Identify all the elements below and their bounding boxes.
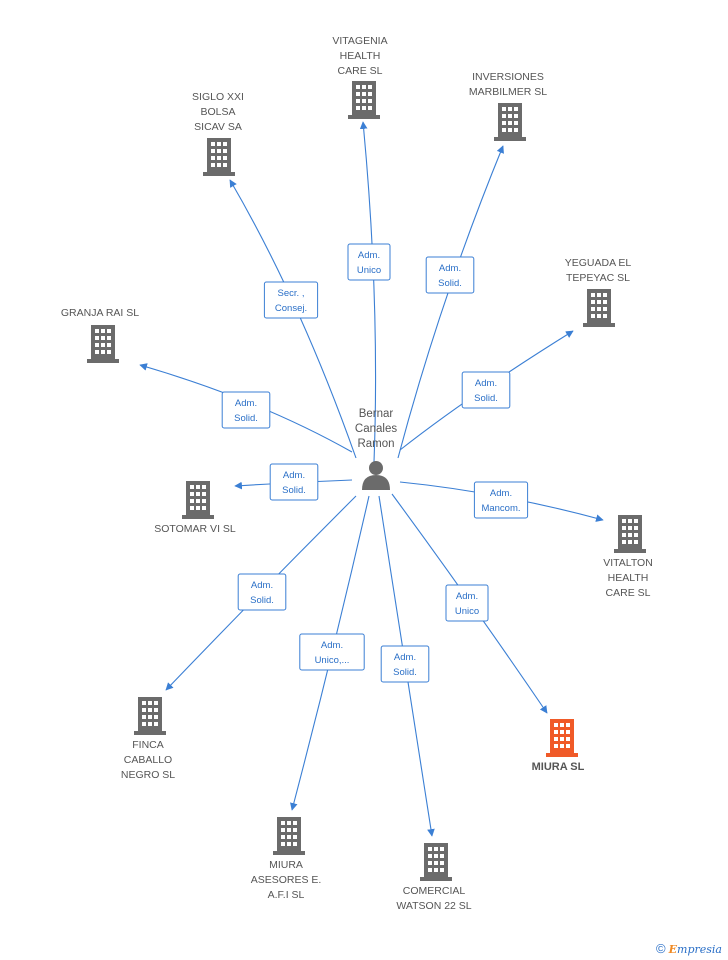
role-box-frame	[380, 645, 430, 683]
person-name-label[interactable]: Ramon	[357, 438, 394, 450]
building-icon[interactable]	[614, 515, 646, 553]
company-label-miura-asesores[interactable]: ASESORES E.	[251, 874, 322, 886]
role-text: Solid.	[438, 278, 462, 289]
role-text: Solid.	[282, 485, 306, 496]
role-text: Solid.	[393, 667, 417, 678]
role-text: Adm.	[321, 640, 343, 651]
company-label-vitalton[interactable]: VITALTON	[603, 557, 653, 569]
role-box-frame	[473, 481, 529, 519]
role-text: Adm.	[456, 591, 478, 602]
company-label-yeguada[interactable]: TEPEYAC SL	[566, 272, 630, 284]
brand-logo-initial: E	[668, 943, 678, 956]
copyright-footer: ©Empresia	[656, 941, 722, 956]
company-label-comercial[interactable]: COMERCIAL	[403, 885, 466, 897]
role-box-frame	[263, 281, 319, 319]
role-text: Solid.	[250, 595, 274, 606]
company-label-finca[interactable]: FINCA	[132, 739, 164, 751]
role-box-frame	[269, 463, 319, 501]
role-text: Unico,...	[315, 655, 350, 666]
role-box-comercial[interactable]: Adm. Solid.	[380, 645, 430, 683]
role-text: Adm.	[394, 652, 416, 663]
building-icon[interactable]	[182, 481, 214, 519]
person-name-label[interactable]: Bernar	[359, 408, 394, 420]
role-text: Adm.	[235, 398, 257, 409]
role-box-granja[interactable]: Adm. Solid.	[221, 391, 271, 429]
company-label-miura-asesores[interactable]: MIURA	[269, 859, 303, 871]
role-text: Solid.	[234, 413, 258, 424]
role-box-miura[interactable]: Adm. Unico	[445, 584, 489, 622]
role-box-finca[interactable]: Adm. Solid.	[237, 573, 287, 611]
role-text: Adm.	[475, 378, 497, 389]
company-label-granja[interactable]: GRANJA RAI SL	[61, 307, 139, 319]
role-box-siglo[interactable]: Secr. , Consej.	[263, 281, 319, 319]
building-icon[interactable]	[583, 289, 615, 327]
building-icon[interactable]	[87, 325, 119, 363]
role-box-frame	[445, 584, 489, 622]
copyright-icon: ©	[656, 941, 666, 956]
building-icon[interactable]	[494, 103, 526, 141]
edge-inversiones	[397, 145, 504, 459]
role-text: Solid.	[474, 393, 498, 404]
building-icon[interactable]	[134, 697, 166, 735]
company-label-siglo[interactable]: SICAV SA	[194, 121, 242, 133]
role-box-miura-asesores[interactable]: Adm. Unico,...	[299, 633, 365, 671]
company-label-finca[interactable]: CABALLO	[124, 754, 172, 766]
role-text: Secr. ,	[278, 288, 305, 299]
company-label-miura-asesores[interactable]: A.F.I SL	[268, 889, 305, 901]
company-label-sotomar[interactable]: SOTOMAR VI SL	[154, 523, 236, 535]
role-box-sotomar[interactable]: Adm. Solid.	[269, 463, 319, 501]
building-icon[interactable]	[203, 138, 235, 176]
role-text: Consej.	[275, 303, 307, 314]
company-label-vitalton[interactable]: HEALTH	[608, 572, 649, 584]
company-label-comercial[interactable]: WATSON 22 SL	[396, 900, 471, 912]
role-box-frame	[299, 633, 365, 671]
role-box-vitalton[interactable]: Adm. Mancom.	[473, 481, 529, 519]
role-text: Adm.	[251, 580, 273, 591]
role-box-vitagenia[interactable]: Adm. Unico	[347, 243, 391, 281]
company-label-vitagenia[interactable]: HEALTH	[340, 50, 381, 62]
role-text: Adm.	[358, 250, 380, 261]
company-label-inversiones[interactable]: INVERSIONES	[472, 71, 544, 83]
company-label-finca[interactable]: NEGRO SL	[121, 769, 175, 781]
building-icon[interactable]	[348, 81, 380, 119]
company-label-siglo[interactable]: BOLSA	[200, 106, 235, 118]
role-box-yeguada[interactable]: Adm. Solid.	[461, 371, 511, 409]
role-text: Adm.	[490, 488, 512, 499]
role-box-inversiones[interactable]: Adm. Solid.	[425, 256, 475, 294]
company-label-vitagenia[interactable]: CARE SL	[338, 65, 383, 77]
role-text: Unico	[357, 265, 381, 276]
role-box-frame	[237, 573, 287, 611]
company-label-vitagenia[interactable]: VITAGENIA	[332, 35, 387, 47]
building-icon[interactable]	[420, 843, 452, 881]
role-text: Adm.	[439, 263, 461, 274]
person-name-label[interactable]: Canales	[355, 423, 397, 435]
role-text: Mancom.	[481, 503, 520, 514]
role-text: Adm.	[283, 470, 305, 481]
brand-logo-text: mpresia	[677, 943, 722, 956]
edge-vitagenia	[359, 121, 377, 463]
company-label-siglo[interactable]: SIGLO XXI	[192, 91, 244, 103]
role-box-frame	[461, 371, 511, 409]
company-label-vitalton[interactable]: CARE SL	[606, 587, 651, 599]
role-box-frame	[425, 256, 475, 294]
role-box-frame	[347, 243, 391, 281]
person-icon[interactable]	[362, 461, 390, 490]
role-text: Unico	[455, 606, 479, 617]
building-icon[interactable]	[273, 817, 305, 855]
building-icon-highlight[interactable]	[546, 719, 578, 757]
role-box-frame	[221, 391, 271, 429]
company-label-yeguada[interactable]: YEGUADA EL	[565, 257, 632, 269]
company-label-miura[interactable]: MIURA SL	[532, 761, 585, 773]
company-label-inversiones[interactable]: MARBILMER SL	[469, 86, 547, 98]
